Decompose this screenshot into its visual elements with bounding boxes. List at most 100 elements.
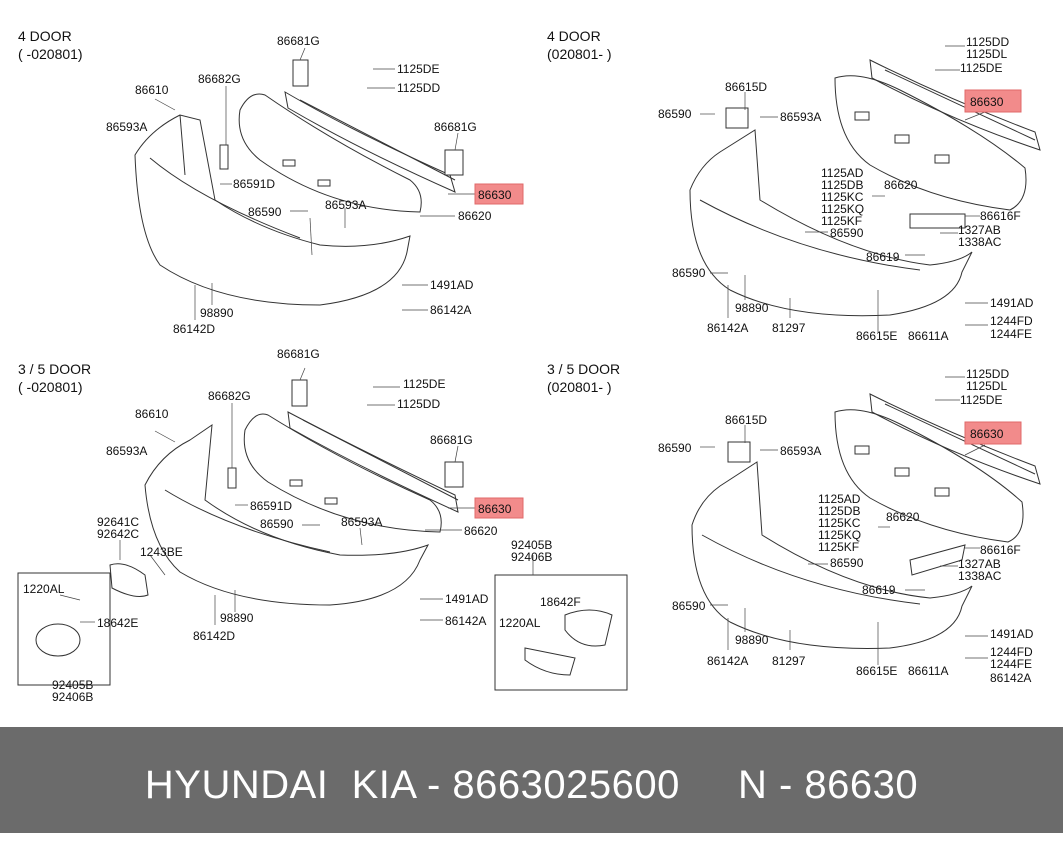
energy-absorber-shape bbox=[834, 75, 1027, 211]
label-86590: 86590 bbox=[830, 556, 864, 570]
label-1125db: 1125DB bbox=[821, 178, 863, 192]
label-86682g: 86682G bbox=[208, 389, 251, 403]
panel-period: (020801- ) bbox=[547, 379, 612, 395]
label-81297: 81297 bbox=[772, 654, 806, 668]
label-81297: 81297 bbox=[772, 321, 806, 335]
label-1244fd: 1244FD bbox=[990, 645, 1033, 659]
label-86593a: 86593A bbox=[341, 515, 382, 529]
label-86615d: 86615D bbox=[725, 413, 767, 427]
footer-part-number: HYUNDAI KIA - 8663025600 N - 86630 bbox=[144, 763, 919, 807]
label-92406b: 92406B bbox=[52, 690, 93, 704]
label-98890: 98890 bbox=[735, 301, 769, 315]
panel-35door-late: 3 / 5 DOOR (020801- ) 1125DD 1125DL 1125… bbox=[547, 361, 1041, 685]
label-86142a: 86142A bbox=[990, 671, 1031, 685]
label-1220al: 1220AL bbox=[23, 582, 65, 596]
label-86591d: 86591D bbox=[250, 499, 292, 513]
label-1125dl: 1125DL bbox=[966, 379, 1007, 393]
label-1243be: 1243BE bbox=[140, 545, 183, 559]
panel-35door-early: 3 / 5 DOOR ( -020801) 86681G 1125DE 1125… bbox=[17, 347, 628, 704]
label-1125de: 1125DE bbox=[960, 393, 1002, 407]
bumper-cover-shape bbox=[691, 461, 973, 649]
bumper-cover-shape bbox=[689, 129, 973, 317]
label-86593a: 86593A bbox=[325, 198, 366, 212]
label-92405b: 92405B bbox=[511, 538, 552, 552]
label-86681g: 86681G bbox=[430, 433, 473, 447]
inset-box-left bbox=[17, 572, 111, 686]
label-1125kf: 1125KF bbox=[821, 214, 862, 228]
label-86593a: 86593A bbox=[780, 110, 821, 124]
label-86630-highlighted: 86630 bbox=[478, 188, 512, 202]
label-86616f: 86616F bbox=[980, 543, 1021, 557]
label-86616f: 86616F bbox=[980, 209, 1021, 223]
label-86142a: 86142A bbox=[707, 654, 748, 668]
parts-diagram: 4 DOOR ( -020801) 86681G 1125DE 1125DD 8… bbox=[17, 28, 1041, 704]
panel-period: ( -020801) bbox=[18, 379, 83, 395]
highlight-box bbox=[964, 89, 1022, 113]
label-86142a: 86142A bbox=[430, 303, 471, 317]
label-1491ad: 1491AD bbox=[990, 296, 1034, 310]
highlight-box bbox=[474, 183, 524, 205]
label-86611a: 86611A bbox=[908, 329, 948, 343]
label-1491ad: 1491AD bbox=[445, 592, 489, 606]
label-86610: 86610 bbox=[135, 83, 169, 97]
label-1125kq: 1125KQ bbox=[818, 528, 861, 542]
label-86682g: 86682G bbox=[198, 72, 241, 86]
label-86593a: 86593A bbox=[780, 444, 821, 458]
label-86590: 86590 bbox=[830, 226, 864, 240]
inset-box-right bbox=[494, 574, 628, 691]
label-1125kc: 1125KC bbox=[821, 190, 864, 204]
panel-title: 4 DOOR bbox=[18, 28, 72, 44]
label-18642f: 18642F bbox=[540, 595, 581, 609]
label-1220al: 1220AL bbox=[499, 616, 541, 630]
bumper-beam-shape bbox=[284, 91, 456, 193]
label-1491ad: 1491AD bbox=[430, 278, 474, 292]
label-86590: 86590 bbox=[260, 517, 294, 531]
label-92642c: 92642C bbox=[97, 527, 139, 541]
fog-lamp-right-shape bbox=[564, 609, 613, 647]
label-1125de: 1125DE bbox=[960, 61, 1002, 75]
label-86615e: 86615E bbox=[856, 329, 897, 343]
energy-absorber-shape bbox=[834, 409, 1024, 543]
label-1125dl: 1125DL bbox=[966, 47, 1007, 61]
label-1125de: 1125DE bbox=[397, 62, 439, 76]
label-86590: 86590 bbox=[658, 441, 692, 455]
label-86615e: 86615E bbox=[856, 664, 897, 678]
label-86591d: 86591D bbox=[233, 177, 275, 191]
label-1125kf: 1125KF bbox=[818, 540, 859, 554]
label-1338ac: 1338AC bbox=[958, 569, 1002, 583]
label-86620: 86620 bbox=[464, 524, 498, 538]
label-86630-highlighted: 86630 bbox=[970, 427, 1004, 441]
label-86590: 86590 bbox=[658, 107, 692, 121]
label-1244fe: 1244FE bbox=[990, 327, 1032, 341]
label-1244fd: 1244FD bbox=[990, 314, 1033, 328]
label-86142d: 86142D bbox=[193, 629, 235, 643]
bumper-beam-shape bbox=[869, 393, 1041, 485]
label-1125ad: 1125AD bbox=[818, 492, 861, 506]
panel-4door-late: 4 DOOR (020801- ) 1125DD 1125DL 1125DE 8… bbox=[547, 28, 1041, 343]
label-1244fe: 1244FE bbox=[990, 657, 1032, 671]
label-1125de: 1125DE bbox=[403, 377, 445, 391]
label-18642e: 18642E bbox=[97, 616, 138, 630]
label-86142a: 86142A bbox=[707, 321, 748, 335]
panel-title: 4 DOOR bbox=[547, 28, 601, 44]
label-86611a: 86611A bbox=[908, 664, 948, 678]
label-1338ac: 1338AC bbox=[958, 235, 1002, 249]
panel-4door-early: 4 DOOR ( -020801) 86681G 1125DE 1125DD 8… bbox=[18, 28, 524, 336]
label-86593a: 86593A bbox=[106, 120, 147, 134]
label-86619: 86619 bbox=[866, 250, 900, 264]
label-86610: 86610 bbox=[135, 407, 169, 421]
part-number-footer: HYUNDAI KIA - 8663025600 N - 86630 bbox=[0, 727, 1063, 833]
label-86620: 86620 bbox=[886, 510, 920, 524]
label-86681g: 86681G bbox=[434, 120, 477, 134]
label-1327ab: 1327AB bbox=[958, 557, 1001, 571]
highlight-box bbox=[964, 421, 1022, 445]
label-86593a: 86593A bbox=[106, 444, 147, 458]
panel-period: ( -020801) bbox=[18, 46, 83, 62]
label-86681g: 86681G bbox=[277, 347, 320, 361]
label-86615d: 86615D bbox=[725, 80, 767, 94]
panel-title: 3 / 5 DOOR bbox=[18, 361, 91, 377]
panel-period: (020801- ) bbox=[547, 46, 612, 62]
label-86630-highlighted: 86630 bbox=[478, 502, 512, 516]
label-1125dd: 1125DD bbox=[397, 81, 440, 95]
fog-lamp-bezel-shape bbox=[109, 563, 149, 597]
